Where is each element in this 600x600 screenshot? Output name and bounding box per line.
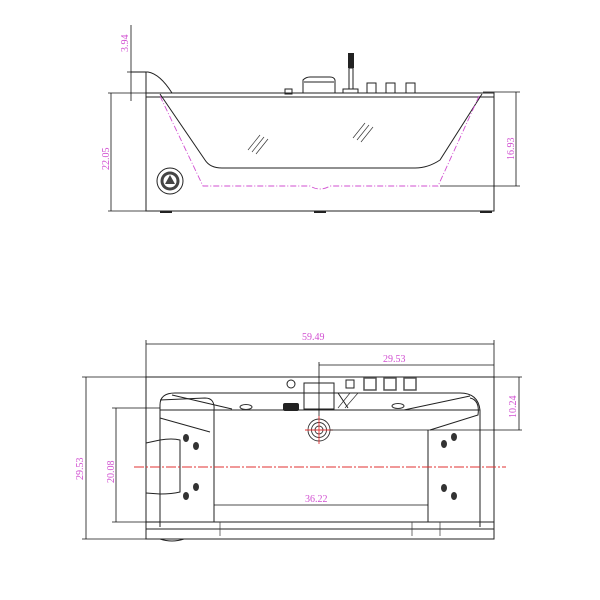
deck-hatch — [337, 392, 351, 409]
hand-shower-base — [342, 88, 359, 94]
dim-headrest-height: 3.94 — [120, 35, 131, 53]
inner-rim-left — [159, 392, 349, 527]
hand-shower-top — [283, 403, 299, 411]
glass-hatch-left — [247, 134, 269, 155]
dim-drain-to-end: 29.53 — [383, 354, 406, 365]
hand-shower-handle — [348, 53, 354, 68]
deck-hatch — [344, 392, 359, 409]
dim-inner-bottom-length: 36.22 — [305, 494, 328, 505]
inner-tub-profile — [159, 93, 483, 169]
dim-inner-depth: 16.93 — [506, 138, 517, 161]
side-view: 3.94 22.05 16.93 — [101, 25, 520, 213]
dim-total-height: 22.05 — [101, 148, 112, 171]
valve-1-top — [363, 377, 377, 391]
control-button — [345, 379, 355, 389]
deck-button-top — [286, 379, 296, 389]
headrest-pillow — [145, 438, 181, 495]
deck-valve-3 — [405, 82, 416, 94]
deck-button — [284, 88, 293, 95]
side-control-knob-icon — [156, 167, 184, 195]
inner-rim-right — [338, 392, 481, 527]
hand-shower-stem — [348, 67, 354, 90]
headrest — [131, 71, 173, 94]
top-view: 59.49 29.53 10.24 29.53 20.08 36.22 — [75, 332, 522, 542]
jet-icons — [183, 403, 457, 500]
right-bevel-top — [403, 395, 471, 411]
valve-2-top — [383, 377, 397, 391]
water-line — [159, 93, 481, 190]
foot — [480, 211, 492, 213]
waterfall-spout — [302, 76, 336, 93]
drain-icon — [305, 416, 333, 444]
top-shell-outline — [145, 376, 495, 540]
foot — [160, 211, 172, 213]
dim-inner-width: 20.08 — [106, 461, 117, 484]
deck-valve-2 — [385, 82, 396, 94]
valve-3-top — [403, 377, 417, 391]
deck-valve-1 — [366, 82, 377, 94]
left-inner-wall — [159, 397, 215, 522]
glass-hatch-right — [352, 122, 374, 143]
dim-deck-to-drain: 10.24 — [508, 396, 519, 419]
left-bevel-top — [171, 394, 233, 410]
right-bevel — [429, 397, 479, 431]
foot — [314, 211, 326, 213]
left-bevel — [159, 417, 211, 433]
side-shell-outline — [145, 92, 495, 212]
dim-overall-width: 29.53 — [75, 458, 86, 481]
bottom-foot — [159, 538, 185, 542]
dim-overall-length: 59.49 — [302, 332, 325, 343]
